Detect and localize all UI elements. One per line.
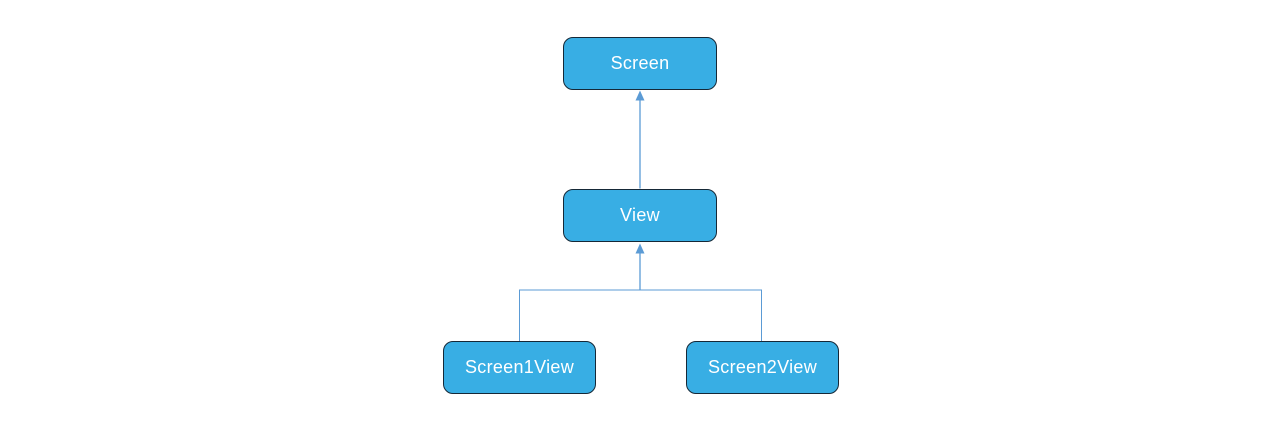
node-screen: Screen bbox=[563, 37, 717, 90]
node-screen-label: Screen bbox=[610, 53, 670, 73]
edge-branch-elbow bbox=[519, 289, 762, 341]
node-screen2view: Screen2View bbox=[686, 341, 839, 394]
node-screen2view-label: Screen2View bbox=[707, 357, 818, 377]
node-screen1view-label: Screen1View bbox=[464, 357, 575, 377]
edge-view-to-screen-arrowhead-icon bbox=[635, 90, 645, 101]
node-screen1view: Screen1View bbox=[443, 341, 596, 394]
edge-branch-to-view-arrowhead-icon bbox=[635, 243, 645, 254]
node-view-label: View bbox=[620, 205, 660, 225]
node-view: View bbox=[563, 189, 717, 242]
